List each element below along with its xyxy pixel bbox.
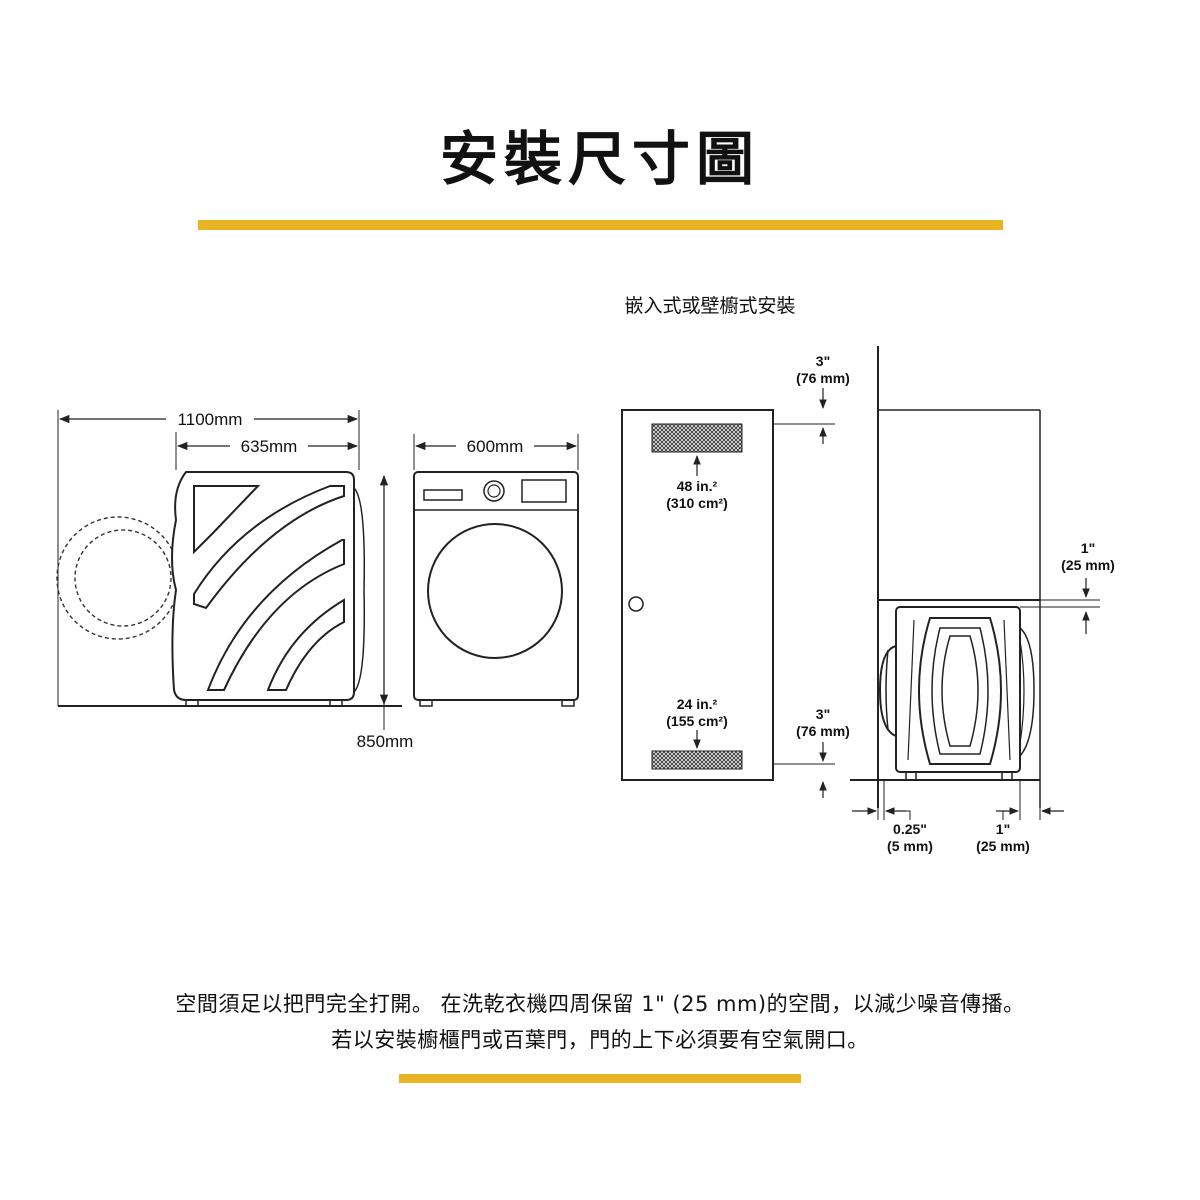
closet-section-view: 1" (25 mm) 0.25" (5 mm) 1" (25 mm) — [850, 346, 1115, 854]
depth-label: 635mm — [241, 437, 298, 456]
installation-note-2: 若以安裝櫥櫃門或百葉門，門的上下必須要有空氣開口。 — [331, 1028, 869, 1052]
bottom-vent — [651, 750, 743, 770]
bottom-gap-label: 3" — [816, 706, 830, 722]
width-label: 600mm — [467, 437, 524, 456]
height-label: 850mm — [357, 732, 414, 751]
top-gap-label: 3" — [816, 353, 830, 369]
door-swing-inner — [74, 529, 172, 627]
display-panel — [521, 479, 567, 503]
side-top-gap-label-metric: (25 mm) — [1061, 557, 1115, 573]
side-top-gap-label: 1" — [1081, 540, 1095, 556]
detergent-drawer — [423, 489, 463, 501]
door-knob — [628, 596, 644, 612]
installed-washer — [895, 606, 1021, 773]
installation-subtitle: 嵌入式或壁櫥式安裝 — [624, 295, 796, 317]
bottom-vent-area-metric: (155 cm²) — [666, 713, 727, 729]
left-gap-label: 0.25" — [893, 821, 927, 837]
washer-front-body — [413, 471, 579, 701]
right-gap-label: 1" — [996, 821, 1010, 837]
bottom-vent-area: 24 in.² — [677, 696, 718, 712]
cabinet-door-view: 48 in.² (310 cm²) 24 in.² (155 cm²) 3" (… — [621, 353, 850, 798]
side-view: 1100mm 635mm — [56, 410, 402, 707]
top-vent — [651, 423, 743, 453]
footer-rule — [399, 1074, 801, 1083]
depth-open-label: 1100mm — [178, 410, 243, 429]
installation-note-1: 空間須足以把門完全打開。 在洗乾衣機四周保留 1" (25 mm)的空間，以減少… — [175, 992, 1025, 1016]
title-underline — [198, 220, 1003, 230]
top-vent-area-metric: (310 cm²) — [666, 495, 727, 511]
top-vent-area: 48 in.² — [677, 478, 718, 494]
top-gap-label-metric: (76 mm) — [796, 370, 850, 386]
right-gap-label-metric: (25 mm) — [976, 838, 1030, 854]
door-window — [427, 523, 563, 659]
height-dimension: 850mm — [357, 474, 414, 751]
front-view: 600mm — [413, 434, 579, 707]
control-knob — [483, 480, 505, 502]
bottom-gap-label-metric: (76 mm) — [796, 723, 850, 739]
left-gap-label-metric: (5 mm) — [887, 838, 933, 854]
page-title: 安裝尺寸圖 — [439, 125, 760, 193]
